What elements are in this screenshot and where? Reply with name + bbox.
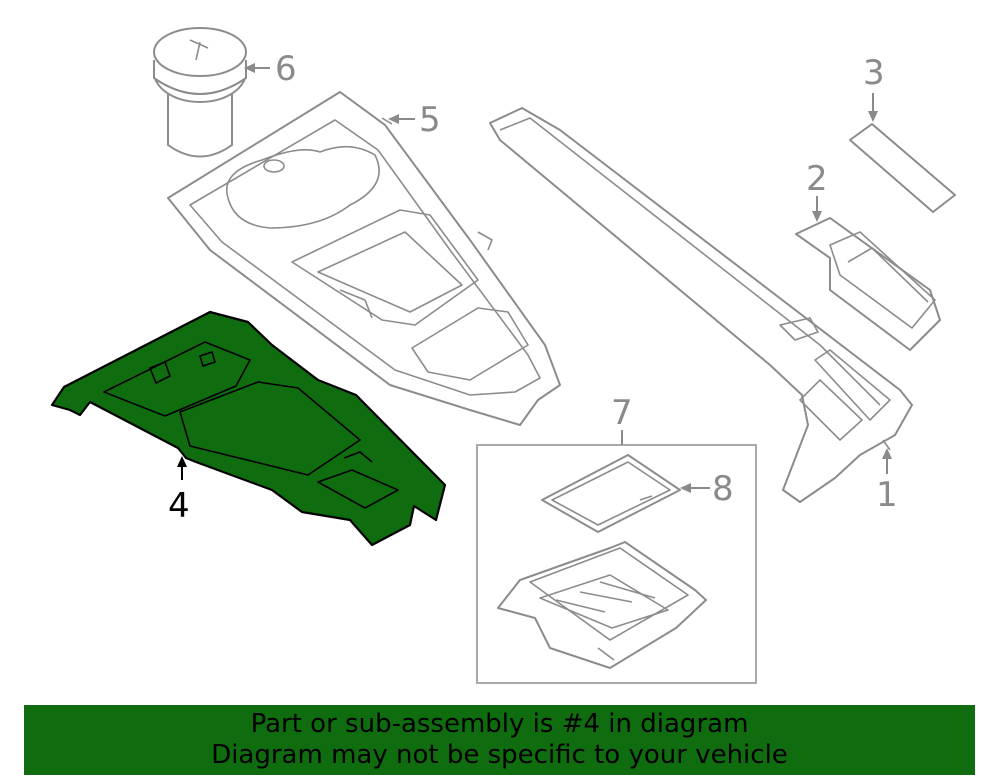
callout-arrows [177, 63, 892, 493]
part-4-console-base[interactable] [50, 310, 447, 547]
callout-7: 7 [611, 393, 633, 433]
part-7-storage-box-group[interactable] [476, 444, 757, 684]
part-5-console-trim[interactable] [167, 91, 561, 426]
callout-5: 5 [419, 100, 441, 140]
callout-2: 2 [806, 159, 828, 199]
callout-8: 8 [712, 469, 734, 509]
callout-6: 6 [275, 49, 297, 89]
callout-3: 3 [863, 53, 885, 93]
part-7-bin[interactable] [497, 541, 707, 669]
part-6-cup-insert[interactable] [153, 27, 247, 158]
callout-4: 4 [168, 486, 190, 526]
callout-1: 1 [876, 475, 898, 515]
part-1-side-trim[interactable] [489, 107, 913, 503]
part-3-strip[interactable] [849, 123, 956, 213]
callout-labels: 6 5 3 2 1 8 7 4 [168, 49, 898, 526]
banner-line-2: Diagram may not be specific to your vehi… [211, 740, 788, 770]
part-2-tray[interactable] [795, 217, 941, 351]
part-8-mat[interactable] [541, 454, 681, 533]
banner-line-1: Part or sub-assembly is #4 in diagram [250, 709, 749, 739]
info-banner: Part or sub-assembly is #4 in diagram Di… [24, 705, 975, 775]
